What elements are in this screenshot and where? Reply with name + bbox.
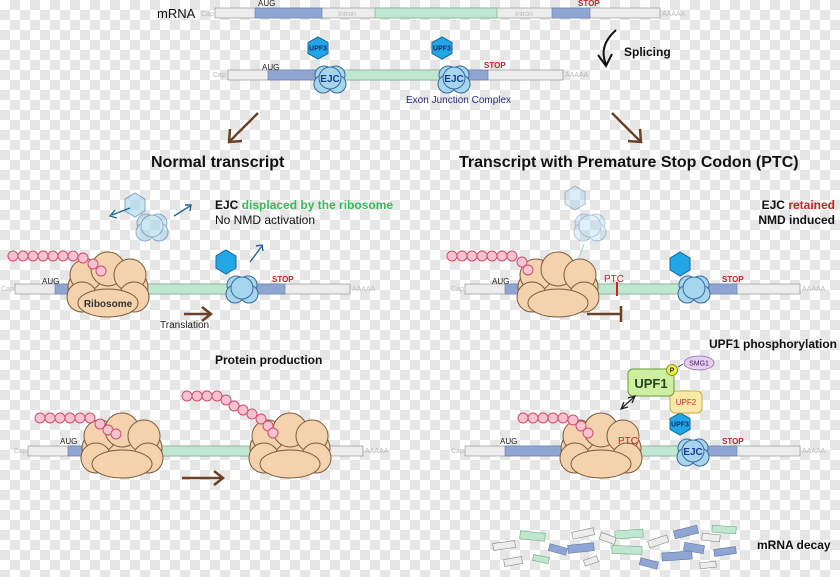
- cap-label: Cap: [201, 11, 214, 18]
- peptide-chain-3: [34, 412, 122, 440]
- upf1: UPF1: [627, 368, 675, 397]
- mrna-label: mRNA: [157, 6, 196, 21]
- ribosome-label: Ribosome: [84, 299, 133, 310]
- ejc-label-5: EJC: [683, 447, 702, 458]
- branch-arrow-right: [611, 112, 643, 144]
- polya-label: AAAAA: [662, 11, 686, 18]
- peptide-chain-4: [181, 390, 279, 439]
- stop-label: STOP: [578, 0, 600, 8]
- cap-label-5: Cap: [14, 448, 27, 455]
- ejc-complex-1: EJC: [313, 65, 347, 94]
- upf3-5: UPF3: [669, 412, 691, 436]
- upf3-2: UPF3: [431, 36, 453, 60]
- upf3-4: [669, 251, 691, 277]
- smg1-label: SMG1: [689, 361, 709, 368]
- protein-production: Cap AUG STOP AAAAA: [14, 390, 389, 486]
- ejc-label-1: EJC: [320, 74, 339, 85]
- upf2: UPF2: [669, 390, 703, 414]
- upf3-1: UPF3: [307, 36, 329, 60]
- upf1-phos-label: UPF1 phosphorylation: [709, 337, 837, 351]
- polya-label-5: AAAAA: [365, 448, 389, 455]
- upf3-label-1: UPF3: [309, 46, 327, 53]
- displaced-upf3: [124, 192, 146, 218]
- polya-label-4: AAAAA: [802, 286, 826, 293]
- ejc-label-2: EJC: [444, 74, 463, 85]
- aug-label-6: AUG: [500, 437, 517, 446]
- peptide-chain-2: [446, 250, 534, 276]
- ejc-retained-text: EJC retained: [762, 198, 835, 212]
- stop-label-6: STOP: [722, 437, 744, 446]
- stop-label-3: STOP: [272, 275, 294, 284]
- peptide-chain-5: [517, 412, 594, 439]
- no-nmd-text: No NMD activation: [215, 213, 315, 227]
- ejc-complex-4: [677, 275, 711, 304]
- branch-arrow-left: [227, 112, 259, 144]
- upf3-label-5: UPF3: [671, 422, 689, 429]
- ptc-label-2: PTC: [618, 436, 638, 447]
- ptc-label-1: PTC: [604, 274, 624, 285]
- ghost-ejc: [573, 213, 607, 242]
- stop-label-2: STOP: [484, 61, 506, 70]
- displaced-ejc: [135, 213, 169, 242]
- aug-label-5: AUG: [60, 437, 77, 446]
- cap-label-3: Cap: [1, 286, 14, 293]
- splicing-label: Splicing: [624, 45, 671, 59]
- mrna-decay-label: mRNA decay: [757, 538, 831, 552]
- phospho-label: P: [670, 368, 675, 375]
- ribosome-3: [80, 412, 164, 479]
- splicing-arrow: Splicing: [597, 29, 671, 68]
- aug-label-2: AUG: [262, 63, 279, 72]
- ejc-complex-3: [225, 275, 259, 304]
- upf3-label-2: UPF3: [433, 46, 451, 53]
- mrna-decay-fragments: [492, 524, 737, 570]
- cap-label-6: Cap: [451, 448, 464, 455]
- phospho-tag: P: [666, 364, 678, 376]
- ejc-complex-5: EJC: [676, 438, 710, 467]
- ejc-displaced-text: EJC displaced by the ribosome: [215, 198, 393, 212]
- aug-label-3: AUG: [42, 277, 59, 286]
- ejc-complex-2: EJC: [437, 65, 471, 94]
- upf1-label: UPF1: [634, 376, 667, 391]
- upf2-label: UPF2: [676, 398, 697, 407]
- ptc-translation: EJC retained NMD induced Cap AUG PTC STO…: [446, 185, 835, 322]
- intron-label-1: Intron: [338, 11, 356, 18]
- spliced-mrna: Cap AUG STOP AAAAA EJC UPF3 EJC UPF3 Exo…: [213, 36, 589, 106]
- stop-label-4: STOP: [722, 275, 744, 284]
- normal-translation: EJC displaced by the ribosome No NMD act…: [1, 192, 393, 331]
- polya-label-3: AAAAA: [352, 286, 376, 293]
- smg1: SMG1: [683, 355, 715, 371]
- polya-label-6: AAAAA: [802, 448, 826, 455]
- ejc-caption: Exon Junction Complex: [406, 95, 511, 106]
- aug-label-4: AUG: [492, 277, 509, 286]
- normal-heading: Normal transcript: [151, 154, 285, 171]
- cap-label-2: Cap: [213, 72, 226, 79]
- polya-label-2: AAAAA: [565, 72, 589, 79]
- ptc-heading: Transcript with Premature Stop Codon (PT…: [459, 154, 799, 171]
- peptide-chain-1: [7, 250, 107, 277]
- ghost-upf3: [564, 185, 586, 211]
- ribosome-1: Ribosome: [66, 251, 150, 318]
- aug-label: AUG: [258, 0, 275, 8]
- upf3-3: [215, 249, 237, 275]
- translation-label: Translation: [160, 320, 209, 331]
- upf1-phosphorylation: Cap AUG STOP AAAAA PTC EJC UPF3 UPF2 UPF…: [451, 355, 826, 479]
- protein-production-label: Protein production: [215, 353, 322, 367]
- nmd-induced-text: NMD induced: [758, 213, 835, 227]
- intron-label-2: Intron: [515, 11, 533, 18]
- pre-mrna: mRNA Cap AUG Intron Intron STOP AAAAA: [157, 0, 686, 21]
- ribosome-2: [516, 251, 600, 318]
- cap-label-4: Cap: [451, 286, 464, 293]
